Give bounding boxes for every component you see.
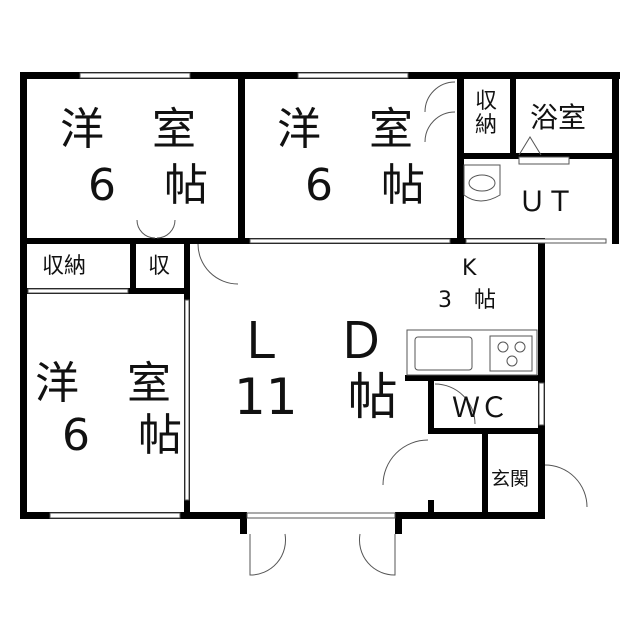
entrance-label: 玄関 <box>491 468 530 490</box>
bedroom-bottom-left-size: 6 帖 <box>62 410 184 461</box>
storage-small-label: 収 <box>148 254 171 279</box>
bedroom-bottom-left-label: 洋 室 <box>35 358 173 409</box>
storage-left-label: 収納 <box>42 254 87 279</box>
utility-label: ＵＴ <box>518 185 575 218</box>
bedroom-top-center-size: 6 帖 <box>305 160 427 211</box>
bedroom-top-center-label: 洋 室 <box>277 104 415 155</box>
bedroom-top-left-label: 洋 室 <box>60 104 198 155</box>
toilet-label: ＷＣ <box>452 391 509 424</box>
kitchen-label: K <box>462 256 477 281</box>
bath-label: 浴室 <box>530 101 587 134</box>
storage-top-label: 収 納 <box>475 89 498 139</box>
kitchen-size: 3 帖 <box>438 288 496 313</box>
living-dining-label: Ｌ Ｄ <box>236 312 386 370</box>
bedroom-top-left-size: 6 帖 <box>88 160 210 211</box>
living-dining-size: 11 帖 <box>234 368 398 426</box>
